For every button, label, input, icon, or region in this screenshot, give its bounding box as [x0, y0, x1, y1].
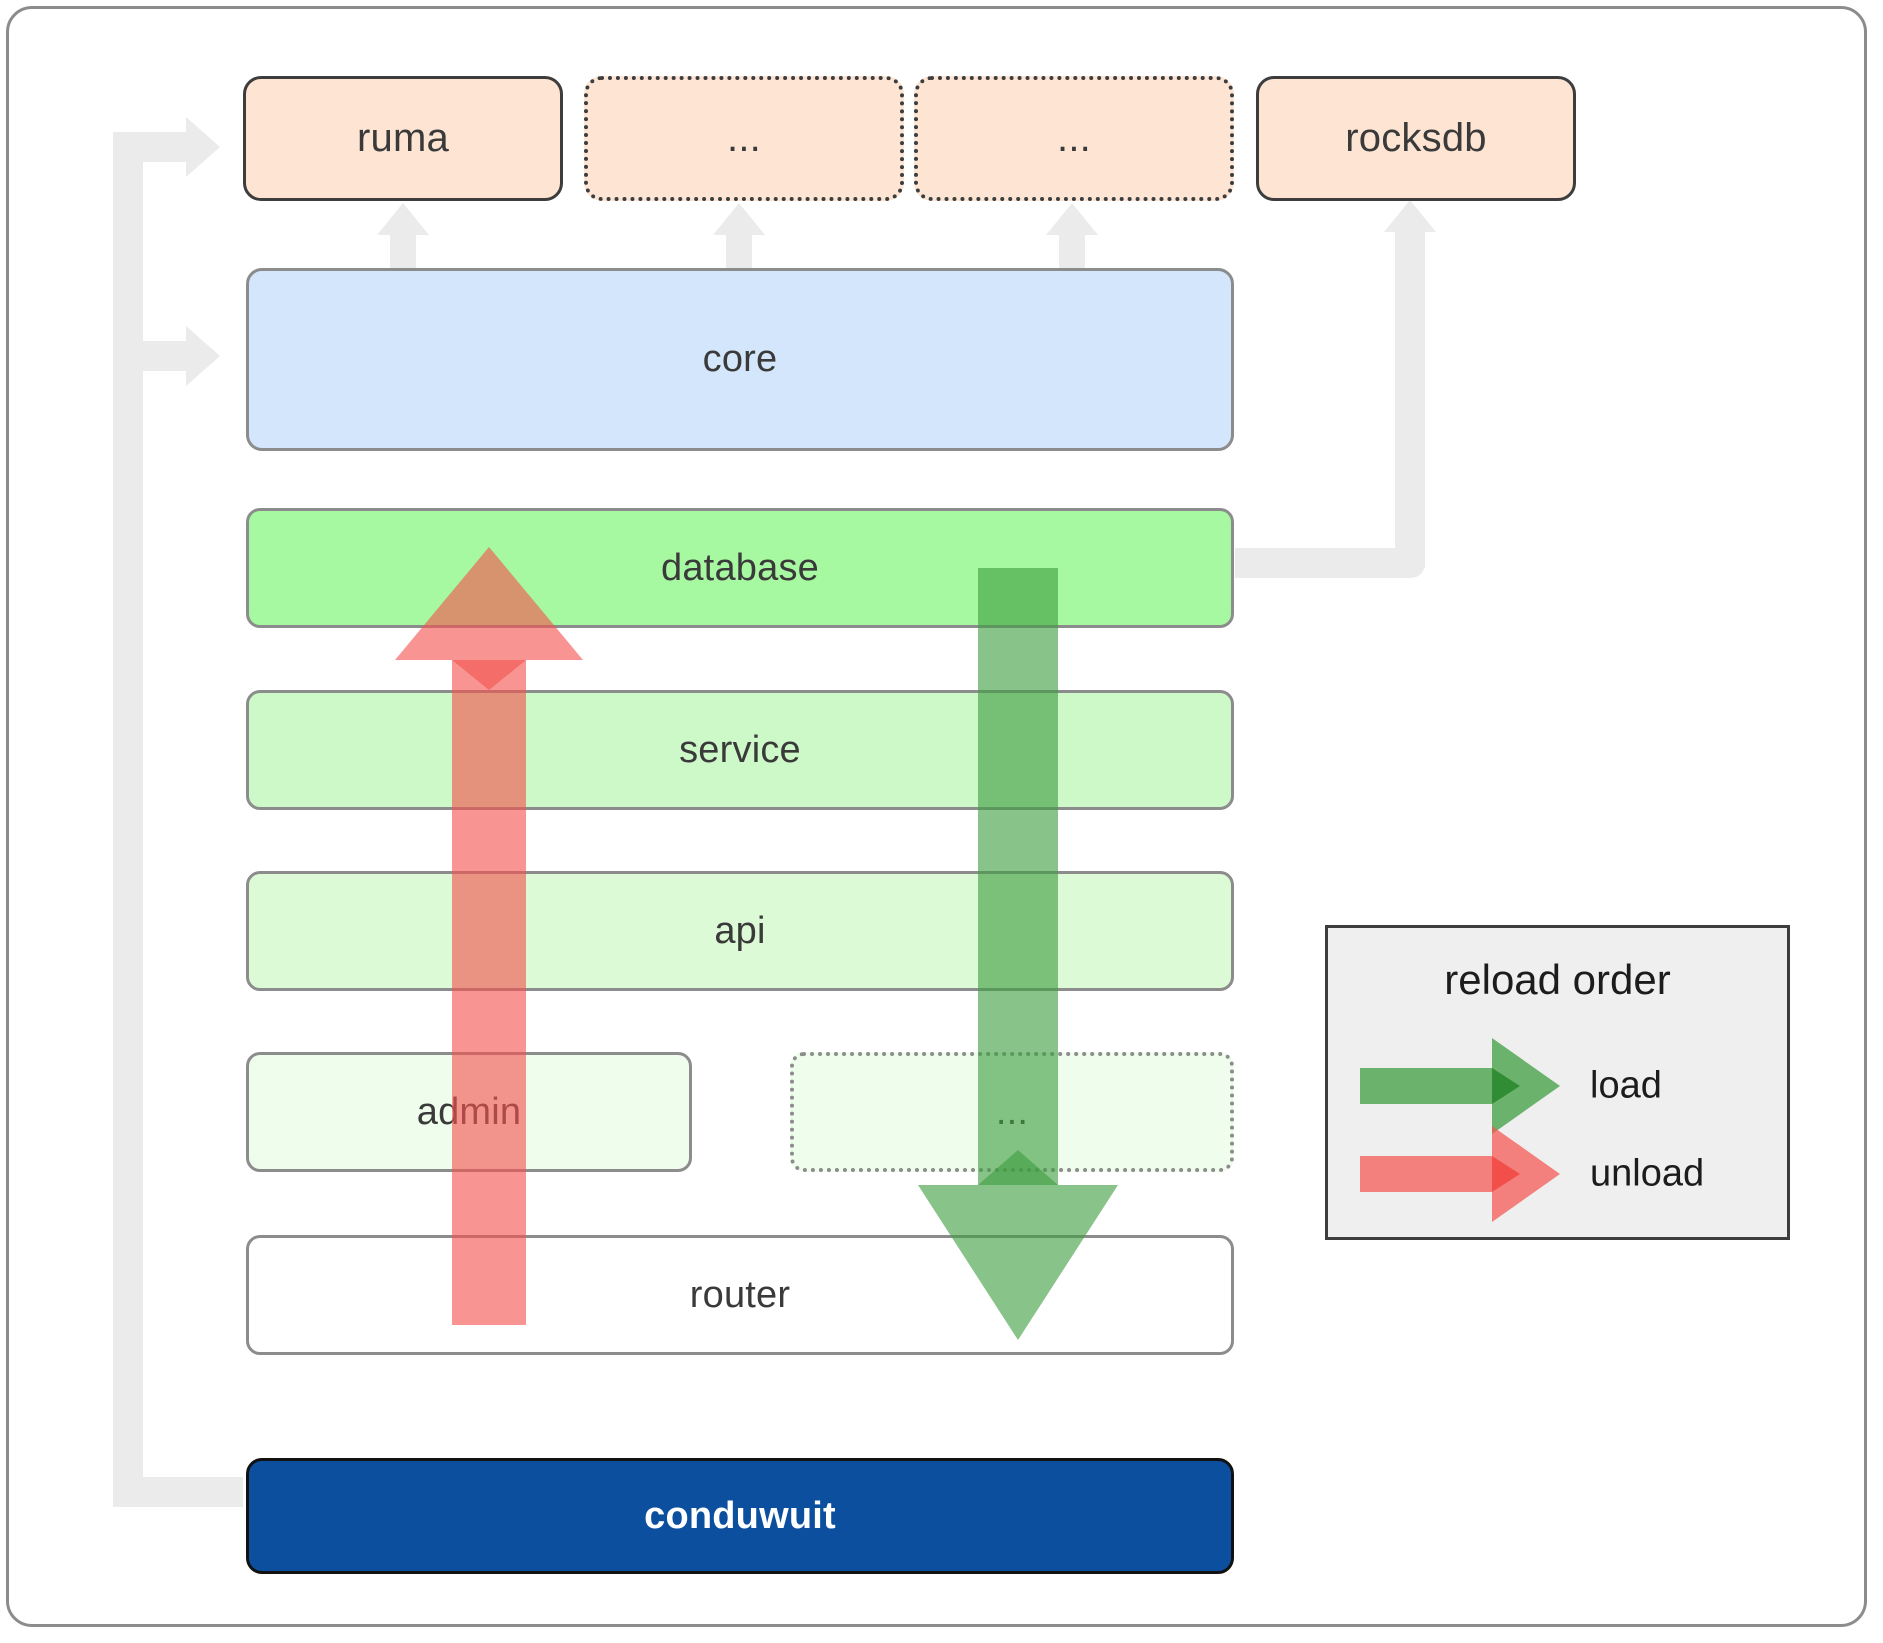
- unload-flow-arrow-notch: [452, 660, 526, 690]
- connector-arrow-to-ruma: [186, 117, 220, 177]
- legend-row-unload: unload: [1360, 1126, 1760, 1222]
- connector-arrow-to-core: [186, 326, 220, 386]
- layer-box-service[interactable]: service: [246, 690, 1234, 810]
- dependency-box-etc-2[interactable]: ...: [914, 76, 1234, 201]
- load-flow-arrow-notch: [978, 1150, 1058, 1185]
- connector-left-bottom-stem: [113, 1477, 243, 1507]
- application-box-conduwuit[interactable]: conduwuit: [246, 1458, 1234, 1574]
- legend-load-arrow-icon: [1360, 1038, 1560, 1134]
- legend-label-load: load: [1590, 1064, 1662, 1107]
- legend-panel: reload order load unload: [1325, 925, 1790, 1240]
- connector-database-to-rocksdb-horizontal: [1235, 548, 1425, 578]
- connector-arrow-core-to-etc2: [1046, 203, 1098, 235]
- layer-box-api[interactable]: api: [246, 871, 1234, 991]
- load-flow-arrow: [918, 568, 1118, 1340]
- legend-row-load: load: [1360, 1038, 1760, 1134]
- legend-label-unload: unload: [1590, 1152, 1705, 1195]
- unload-flow-arrow: [395, 547, 583, 1325]
- legend-unload-arrow-icon: [1360, 1126, 1560, 1222]
- connector-arrow-core-to-etc1: [713, 203, 765, 235]
- connector-arrow-core-to-ruma: [377, 203, 429, 235]
- connector-database-to-rocksdb-vertical: [1395, 228, 1425, 568]
- legend-title: reload order: [1444, 956, 1671, 1003]
- dependency-box-etc-1[interactable]: ...: [584, 76, 904, 201]
- connector-arrow-to-rocksdb: [1384, 200, 1436, 232]
